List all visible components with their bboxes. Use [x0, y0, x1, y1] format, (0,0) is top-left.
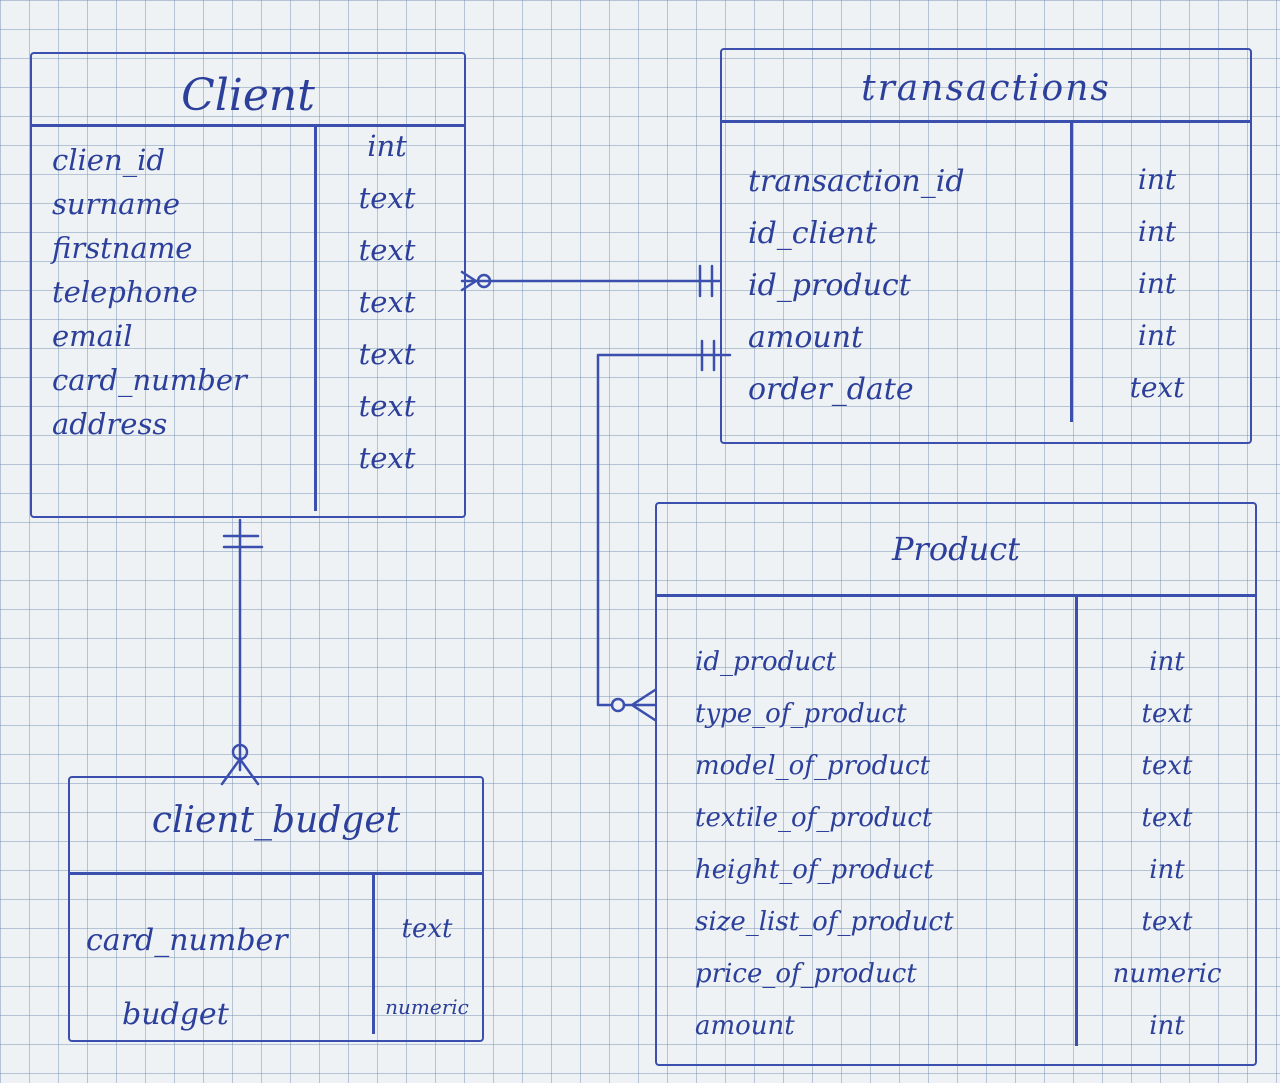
field-type: text — [358, 233, 416, 267]
field-type: int — [1149, 1011, 1185, 1041]
field-type: text — [1129, 371, 1185, 404]
field-type: text — [358, 181, 416, 215]
column-divider — [314, 126, 317, 511]
header-divider — [32, 124, 464, 127]
entity-title: Client — [181, 70, 315, 121]
type-list: int int int int text — [1092, 154, 1222, 414]
field-name: transaction_id — [748, 164, 965, 199]
field-type: text — [358, 441, 416, 475]
field-name: id_product — [695, 647, 837, 677]
field-type: int — [1137, 163, 1177, 196]
field-type: text — [358, 337, 416, 371]
type-list: int text text text text text text — [322, 120, 452, 484]
field-type: text — [358, 389, 416, 423]
field-name: telephone — [52, 275, 198, 309]
column-divider — [1070, 122, 1073, 422]
type-list: text numeric — [376, 890, 478, 1046]
field-list: card_number budget — [86, 904, 368, 1052]
field-name: size_list_of_product — [695, 907, 954, 937]
field-name: amount — [748, 320, 864, 355]
field-name: address — [52, 407, 168, 441]
field-name: email — [52, 319, 133, 353]
field-type: text — [401, 914, 453, 944]
column-divider — [372, 874, 375, 1034]
field-type: numeric — [1112, 959, 1222, 989]
column-divider — [1075, 596, 1078, 1046]
field-type: int — [1137, 267, 1177, 300]
field-name: model_of_product — [695, 751, 931, 781]
field-list: id_product type_of_product model_of_prod… — [695, 636, 1075, 1052]
field-name: order_date — [748, 372, 914, 407]
field-name: type_of_product — [695, 699, 907, 729]
entity-transactions[interactable]: transactions transaction_id id_client id… — [720, 48, 1252, 444]
field-name: id_product — [748, 268, 911, 303]
field-type: int — [1137, 319, 1177, 352]
entity-title: client_budget — [151, 800, 401, 841]
relationship-transactions-product — [596, 339, 732, 722]
header-divider — [70, 872, 482, 875]
type-list: int text text text int text numeric int — [1097, 636, 1237, 1052]
entity-client-budget[interactable]: client_budget card_number budget text nu… — [68, 776, 484, 1042]
field-type: int — [1149, 647, 1185, 677]
field-name: price_of_product — [695, 959, 917, 989]
field-name: clien_id — [52, 143, 165, 177]
field-type: text — [1141, 907, 1193, 937]
field-name: surname — [52, 187, 181, 221]
field-name: textile_of_product — [695, 803, 933, 833]
field-name: height_of_product — [695, 855, 934, 885]
entity-title: Product — [892, 530, 1020, 568]
entity-title: transactions — [861, 68, 1111, 109]
field-name: amount — [695, 1011, 795, 1041]
entity-client[interactable]: Client clien_id surname firstname teleph… — [30, 52, 466, 518]
relationship-client-transactions — [460, 264, 722, 298]
field-type: text — [1141, 699, 1193, 729]
field-name: firstname — [52, 231, 193, 265]
field-list: clien_id surname firstname telephone ema… — [52, 138, 312, 446]
header-divider — [722, 120, 1250, 123]
field-name: budget — [122, 997, 229, 1032]
field-type: int — [1149, 855, 1185, 885]
header-divider — [657, 594, 1255, 597]
field-name: id_client — [748, 216, 877, 251]
field-type: int — [1137, 215, 1177, 248]
field-type: text — [1141, 751, 1193, 781]
field-type: numeric — [385, 995, 469, 1019]
field-type: int — [367, 129, 407, 163]
relationship-client-budget — [220, 518, 264, 786]
field-name: card_number — [86, 923, 288, 958]
field-name: card_number — [52, 363, 247, 397]
field-type: text — [358, 285, 416, 319]
field-list: transaction_id id_client id_product amou… — [748, 156, 1068, 416]
field-type: text — [1141, 803, 1193, 833]
entity-product[interactable]: Product id_product type_of_product model… — [655, 502, 1257, 1066]
